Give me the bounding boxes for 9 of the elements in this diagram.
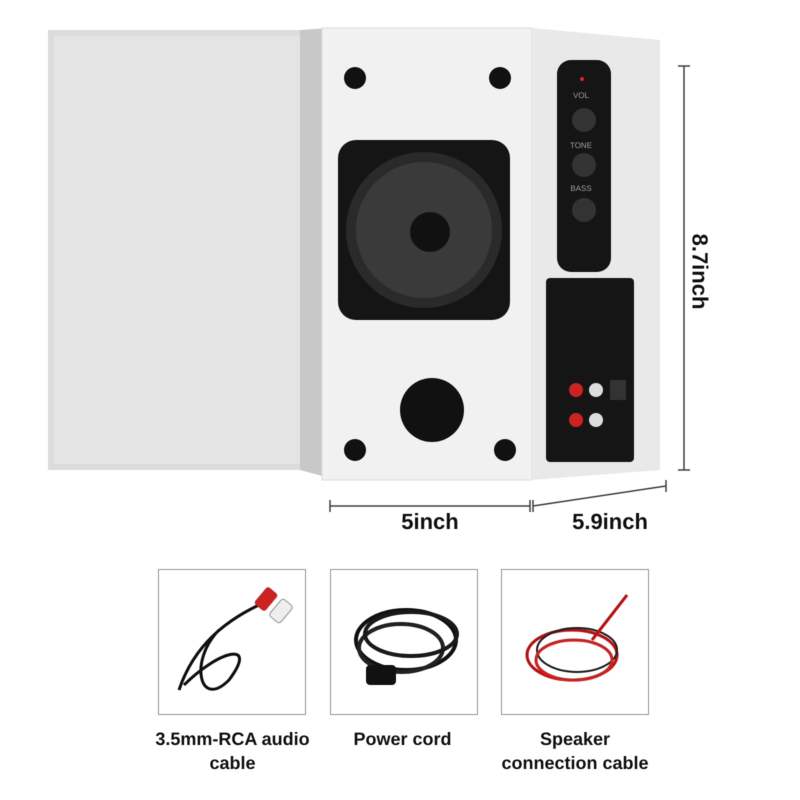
control-label: BASS [569,183,593,195]
dimension-label: 5.9inch [571,508,649,536]
dimension-label: 5inch [400,508,460,536]
dimension-label: 8.7inch [686,232,714,312]
accessory-caption: 3.5mm-RCA audio cable [155,728,310,775]
accessory-caption: Power cord [352,728,453,751]
accessory-caption: Speaker connection cable [500,728,650,775]
control-label: TONE [568,140,594,152]
control-label: VOL [572,90,590,102]
